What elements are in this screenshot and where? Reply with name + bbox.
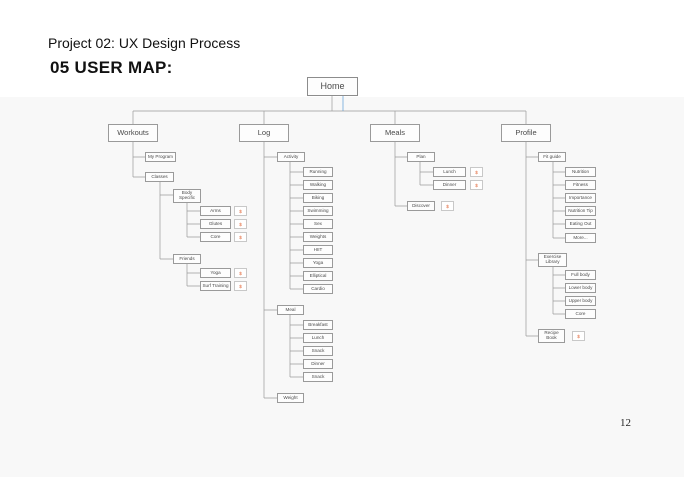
node-classes: Classes <box>145 172 174 182</box>
node-home: Home <box>307 77 358 96</box>
node-friends: Friends <box>173 254 201 264</box>
node-guide-item: More... <box>565 233 596 243</box>
node-activity-item: Elliptical <box>303 271 333 281</box>
badge-arms: $ <box>234 206 247 216</box>
node-core: Core <box>200 232 231 242</box>
badge-glutes: $ <box>234 219 247 229</box>
node-activity-item: Weights <box>303 232 333 242</box>
node-yoga: Yoga <box>200 268 231 278</box>
node-dinner: Dinner <box>433 180 466 190</box>
node-library-item: Core <box>565 309 596 319</box>
node-meals: Meals <box>370 124 420 142</box>
node-meal-item: Breakfast <box>303 320 333 330</box>
badge-surf-training: $ <box>234 281 247 291</box>
node-meal-item: Dinner <box>303 359 333 369</box>
node-guide-item: Nutrition Tip <box>565 206 596 216</box>
page-number: 12 <box>620 417 631 429</box>
node-meal-item: Snack <box>303 372 333 382</box>
node-activity-item: Swimming <box>303 206 333 216</box>
badge-recipe-book: $ <box>572 331 585 341</box>
node-activity-item: Sex <box>303 219 333 229</box>
page-title: 05 USER MAP: <box>50 58 173 77</box>
node-body-specific: Body Specific <box>173 189 201 203</box>
node-activity: Activity <box>277 152 305 162</box>
node-meal-item: Snack <box>303 346 333 356</box>
node-arms: Arms <box>200 206 231 216</box>
node-recipe-book: Recipe Book <box>538 329 565 343</box>
node-activity-item: Cardio <box>303 284 333 294</box>
node-discover: Discover <box>407 201 435 211</box>
node-activity-item: Yoga <box>303 258 333 268</box>
node-my-program: My Program <box>145 152 176 162</box>
node-fit-guide: Fit guide <box>538 152 566 162</box>
node-glutes: Glutes <box>200 219 231 229</box>
node-guide-item: Eating Out <box>565 219 596 229</box>
node-meal: Meal <box>277 305 304 315</box>
node-activity-item: Biking <box>303 193 333 203</box>
node-surf-training: Surf Training <box>200 281 231 291</box>
badge-yoga: $ <box>234 268 247 278</box>
node-weight: Weight <box>277 393 304 403</box>
node-activity-item: Walking <box>303 180 333 190</box>
node-log: Log <box>239 124 289 142</box>
node-library-item: Upper body <box>565 296 596 306</box>
node-activity-item: HIIT <box>303 245 333 255</box>
badge-core: $ <box>234 232 247 242</box>
node-profile: Profile <box>501 124 551 142</box>
badge-discover: $ <box>441 201 454 211</box>
node-guide-item: Nutrition <box>565 167 596 177</box>
node-guide-item: Importance <box>565 193 596 203</box>
node-lunch: Lunch <box>433 167 466 177</box>
node-library-item: Lower body <box>565 283 596 293</box>
node-library-item: Full body <box>565 270 596 280</box>
node-meal-item: Lunch <box>303 333 333 343</box>
badge-dinner: $ <box>470 180 483 190</box>
badge-lunch: $ <box>470 167 483 177</box>
node-activity-item: Running <box>303 167 333 177</box>
node-plan: Plan <box>407 152 435 162</box>
node-workouts: Workouts <box>108 124 158 142</box>
node-exercise-library: Exercise Library <box>538 253 567 267</box>
node-guide-item: Fitness <box>565 180 596 190</box>
project-heading: Project 02: UX Design Process <box>48 35 241 51</box>
